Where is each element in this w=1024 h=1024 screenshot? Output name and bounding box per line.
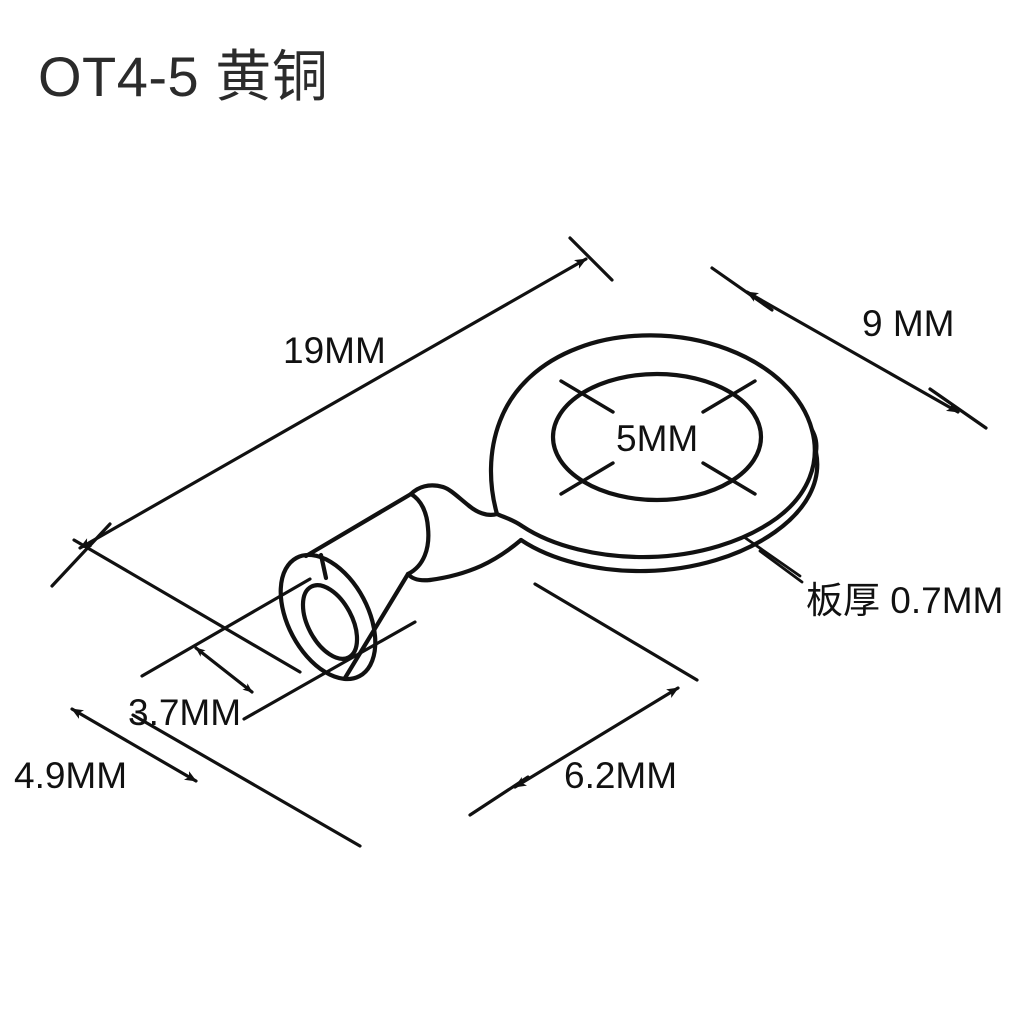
dimline-37mm <box>194 646 254 694</box>
leader-plate-thickness <box>742 535 804 584</box>
leader-thickness-upper <box>742 535 802 578</box>
page-title: OT4-5 黄铜 <box>38 45 329 108</box>
terminal-lug-part <box>278 333 820 682</box>
barrel-seam <box>318 552 329 581</box>
dimension-label-9mm: 9 MM <box>862 303 955 344</box>
dimension-49mm <box>70 538 362 848</box>
tongue-neck-upper <box>408 483 446 497</box>
ring-rim-right-connector <box>809 427 819 455</box>
barrel-bottom-line <box>342 571 411 681</box>
barrel-top-line <box>303 491 414 559</box>
barrel-outer-ellipse <box>278 552 378 682</box>
tongue-neck-lower <box>405 571 433 583</box>
ext-62mm-upper <box>533 582 699 682</box>
dimension-label-5mm: 5MM <box>616 418 699 459</box>
dimension-19mm <box>50 236 614 588</box>
dimension-37mm <box>140 577 417 721</box>
dimension-9mm <box>710 266 988 430</box>
note-plate-thickness: 板厚 0.7MM <box>806 580 1004 621</box>
dimension-label-62mm: 6.2MM <box>564 755 678 796</box>
dimension-label-37mm: 3.7MM <box>128 692 242 733</box>
ext-49mm-upper <box>72 538 302 674</box>
dimline-9mm <box>745 290 960 414</box>
ext-9mm-lower <box>928 387 988 430</box>
barrel-right-end <box>405 491 431 577</box>
dimline-19mm <box>78 257 588 550</box>
leader-thickness-lower <box>758 549 804 584</box>
ring-thickness-edge <box>518 449 820 574</box>
ext-9mm-upper <box>710 266 774 312</box>
barrel-bore-ellipse <box>300 583 360 661</box>
tongue-top-edge <box>440 484 500 517</box>
ext-19mm-right <box>568 236 614 282</box>
dimension-label-49mm: 4.9MM <box>14 755 128 796</box>
ext-49mm-lower <box>131 713 362 848</box>
tongue-bottom-edge <box>427 537 524 583</box>
dimline-62mm <box>513 686 680 789</box>
dimension-label-19mm: 19MM <box>283 330 386 371</box>
dimension-62mm <box>468 582 699 817</box>
ext-37mm-upper <box>140 577 312 678</box>
ext-37mm-lower <box>242 620 417 721</box>
dimline-49mm <box>70 707 198 783</box>
